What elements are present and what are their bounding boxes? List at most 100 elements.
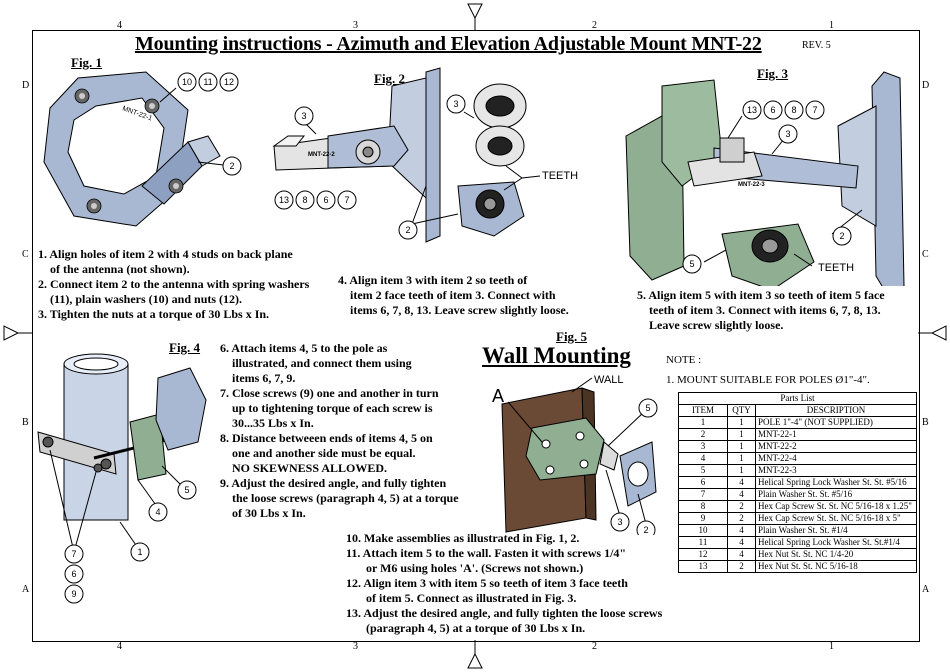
zone-bottom-1: 1	[829, 641, 834, 652]
step-line: (11), plain washers (10) and nuts (12).	[50, 292, 243, 306]
fig3-steps: 5. Align item 5 with item 3 so teeth of …	[637, 288, 885, 333]
note-block: NOTE : 1. MOUNT SUITABLE FOR POLES Ø1"-4…	[666, 350, 870, 390]
zone-right-c: C	[922, 249, 929, 260]
parts-header-qty: QTY	[727, 404, 756, 417]
step-line: 30...35 Lbs x In.	[232, 416, 314, 430]
fig4-label: Fig. 4	[169, 340, 201, 355]
fig5-steps: 10. Make assemblies as illustrated in Fi…	[346, 531, 662, 636]
fig4-callout-9: 9	[71, 589, 76, 599]
step-line: of 30 Lbs x In.	[232, 506, 306, 520]
fig5-callout-3: 3	[617, 517, 622, 527]
fig4-callout-5: 5	[184, 485, 189, 495]
step-line: of the antenna (not shown).	[50, 262, 190, 276]
fig2-steps: 4. Align item 3 with item 2 so teeth of …	[338, 273, 569, 318]
wall-mounting-heading: Wall Mounting	[482, 343, 631, 368]
step-line: 7. Close screws (9) one and another in t…	[220, 386, 439, 400]
fig3-callout-3: 3	[785, 129, 790, 139]
zone-right-b: B	[922, 417, 929, 428]
fig3-teeth-label: TEETH	[818, 262, 854, 274]
zone-bottom-3: 3	[353, 641, 358, 652]
fig1-drawing: MNT-22-1 10 11 12 2	[43, 71, 242, 227]
revision-label: REV. 5	[802, 40, 831, 51]
drawing-frame	[32, 30, 920, 642]
zone-top-3: 3	[353, 20, 358, 31]
fig5-callout-5: 5	[645, 403, 650, 413]
fig2-label: Fig. 2	[374, 71, 406, 86]
fig2-callout-13: 13	[279, 195, 289, 205]
fig5-wall-label: WALL	[594, 374, 624, 386]
fig2-callout-7: 7	[344, 195, 349, 205]
step-line: items 6, 7, 9.	[232, 371, 296, 385]
zone-right-a: A	[922, 584, 930, 595]
step-line: 1. Align holes of item 2 with 4 studs on…	[38, 247, 293, 261]
step-line: or M6 using holes 'A'. (Screws not shown…	[366, 561, 584, 575]
zone-top-4: 4	[117, 20, 122, 31]
fig1-callout-12: 12	[224, 77, 234, 87]
fig2-drawing: MNT-22-2 3 3 13 8 6 7 2 TEETH	[272, 67, 578, 243]
fig1-label: Fig. 1	[71, 55, 103, 70]
fig1-callout-11: 11	[203, 77, 212, 87]
step-line: (paragraph 4, 5) at a torque of 30 Lbs x…	[366, 621, 586, 635]
step-line: 10. Make assemblies as illustrated in Fi…	[346, 531, 580, 545]
fig2-callout-3a: 3	[301, 111, 306, 121]
zone-left-b: B	[22, 417, 29, 428]
zone-left-d: D	[22, 80, 30, 91]
fig2-callout-2: 2	[405, 225, 410, 235]
note-heading: NOTE :	[666, 354, 702, 366]
fig4-drawing: 5 4 1 7 6 9	[37, 353, 207, 604]
fig4-steps: 6. Attach items 4, 5 to the pole as illu…	[220, 341, 459, 521]
fig2-part-mark: MNT-22-2	[308, 152, 335, 158]
step-line: NO SKEWNESS ALLOWED.	[232, 461, 388, 475]
step-line: 5. Align item 5 with item 3 so teeth of …	[637, 288, 885, 302]
step-line: 13. Adjust the desired angle, and fully …	[346, 606, 663, 620]
step-line: 6. Attach items 4, 5 to the pole as	[220, 341, 388, 355]
fig4-callout-1: 1	[137, 547, 142, 557]
step-line: up to tightening torque of each screw is	[232, 401, 433, 415]
step-line: the loose screws (paragraph 4, 5) at a t…	[232, 491, 459, 505]
step-line: 11. Attach item 5 to the wall. Fasten it…	[346, 546, 627, 560]
fig3-callout-7: 7	[812, 105, 817, 115]
step-line: 9. Adjust the desired angle, and fully t…	[220, 476, 447, 490]
fig5-drawing: 5 3 2 WALL A	[492, 374, 658, 535]
fig2-callout-6: 6	[323, 195, 328, 205]
fig1-callout-2: 2	[229, 161, 234, 171]
fig1-callout-10: 10	[182, 77, 192, 87]
fig4-callout-6: 6	[71, 569, 76, 579]
zone-bottom-4: 4	[117, 641, 122, 652]
fig3-callout-6: 6	[770, 105, 775, 115]
fig3-callout-5: 5	[689, 259, 694, 269]
note-text: 1. MOUNT SUITABLE FOR POLES Ø1"-4".	[666, 374, 870, 386]
zone-left-c: C	[22, 249, 29, 260]
step-line: 12. Align item 3 with item 5 so teeth of…	[346, 576, 628, 590]
fig3-callout-13: 13	[747, 105, 757, 115]
page-title: Mounting instructions - Azimuth and Elev…	[135, 33, 762, 55]
step-line: 2. Connect item 2 to the antenna with sp…	[38, 277, 310, 291]
zone-right-d: D	[922, 80, 930, 91]
fig2-callout-3b: 3	[453, 99, 458, 109]
parts-header-item: ITEM	[678, 404, 728, 417]
fig3-callout-2: 2	[839, 231, 844, 241]
step-line: illustrated, and connect them using	[232, 356, 412, 370]
fig2-teeth-label: TEETH	[542, 170, 578, 182]
parts-header-description: DESCRIPTION	[755, 404, 917, 417]
step-line: 3. Tighten the nuts at a torque of 30 Lb…	[38, 307, 270, 321]
zone-top-2: 2	[592, 20, 597, 31]
fig1-steps: 1. Align holes of item 2 with 4 studs on…	[38, 247, 309, 322]
step-line: Leave screw slightly loose.	[649, 318, 784, 332]
step-line: of item 5. Connect as illustrated in Fig…	[366, 591, 577, 605]
fig5-hole-a-label: A	[492, 386, 504, 406]
fig3-part-mark: MNT-22-3	[738, 182, 765, 188]
fig3-label: Fig. 3	[757, 66, 789, 81]
fig4-callout-4: 4	[155, 507, 160, 517]
